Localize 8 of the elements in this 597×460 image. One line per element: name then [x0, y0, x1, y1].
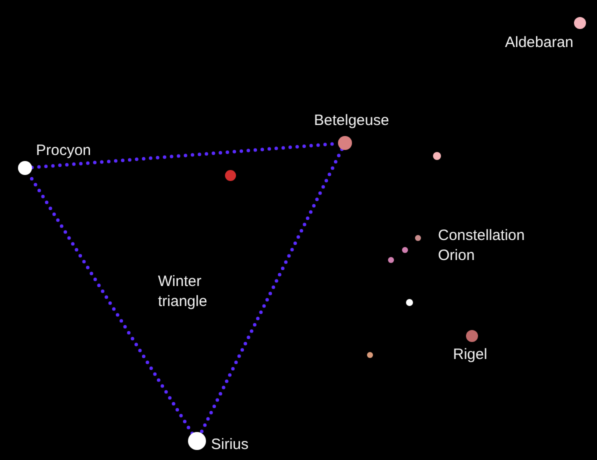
- star-name: Procyon: [36, 142, 92, 160]
- star-name: Betelgeuse: [314, 112, 390, 130]
- star-name: Rigel: [453, 346, 488, 364]
- area-label: Constellation Orion: [438, 226, 526, 266]
- star-name: Aldebaran: [505, 34, 574, 52]
- area-label: Winter triangle: [158, 272, 208, 312]
- star-name: Sirius: [211, 436, 249, 454]
- dotted-line: [199, 148, 344, 435]
